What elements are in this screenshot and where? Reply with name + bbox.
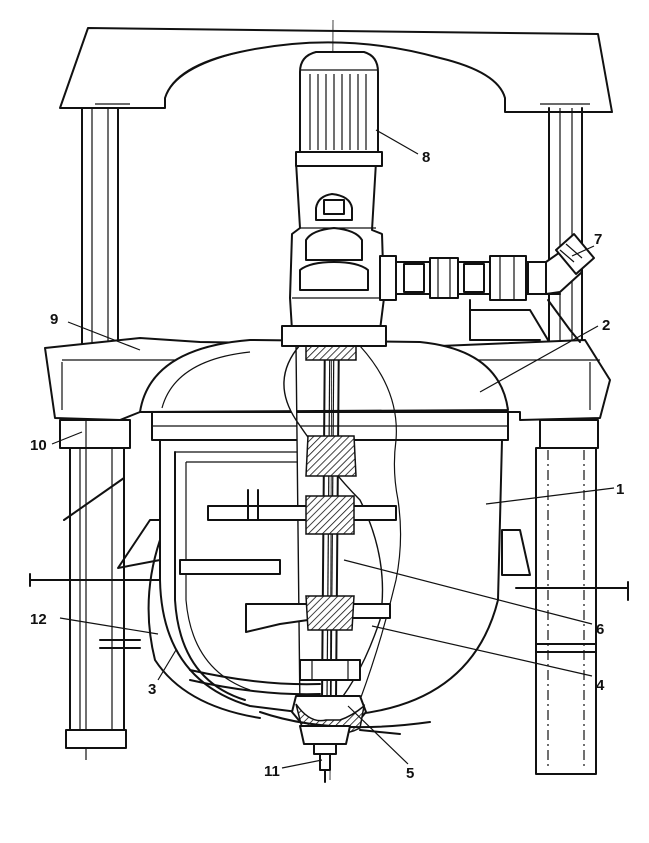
drain-valve [299,725,351,783]
paddles [179,489,397,696]
leader-lines [51,129,615,769]
motor [295,51,383,167]
callout-1: 1 [616,481,624,498]
callout-7: 7 [594,231,602,248]
callout-5: 5 [406,765,414,782]
drive-housing [281,161,387,347]
top-frame [59,27,613,113]
callout-2: 2 [602,317,610,334]
callout-8: 8 [422,149,430,166]
callout-9: 9 [50,311,58,328]
pipe-elbow [545,233,595,343]
callout-3: 3 [148,681,156,698]
right-leg [515,419,629,775]
coupling-train [379,255,561,341]
left-leg [29,419,181,760]
callout-labels: 1 2 3 4 5 6 7 8 9 10 11 12 [30,149,624,782]
callout-12: 12 [30,611,47,628]
callout-10: 10 [30,437,47,454]
callout-11: 11 [264,763,280,780]
callout-6: 6 [596,621,604,638]
callout-4: 4 [596,677,605,694]
